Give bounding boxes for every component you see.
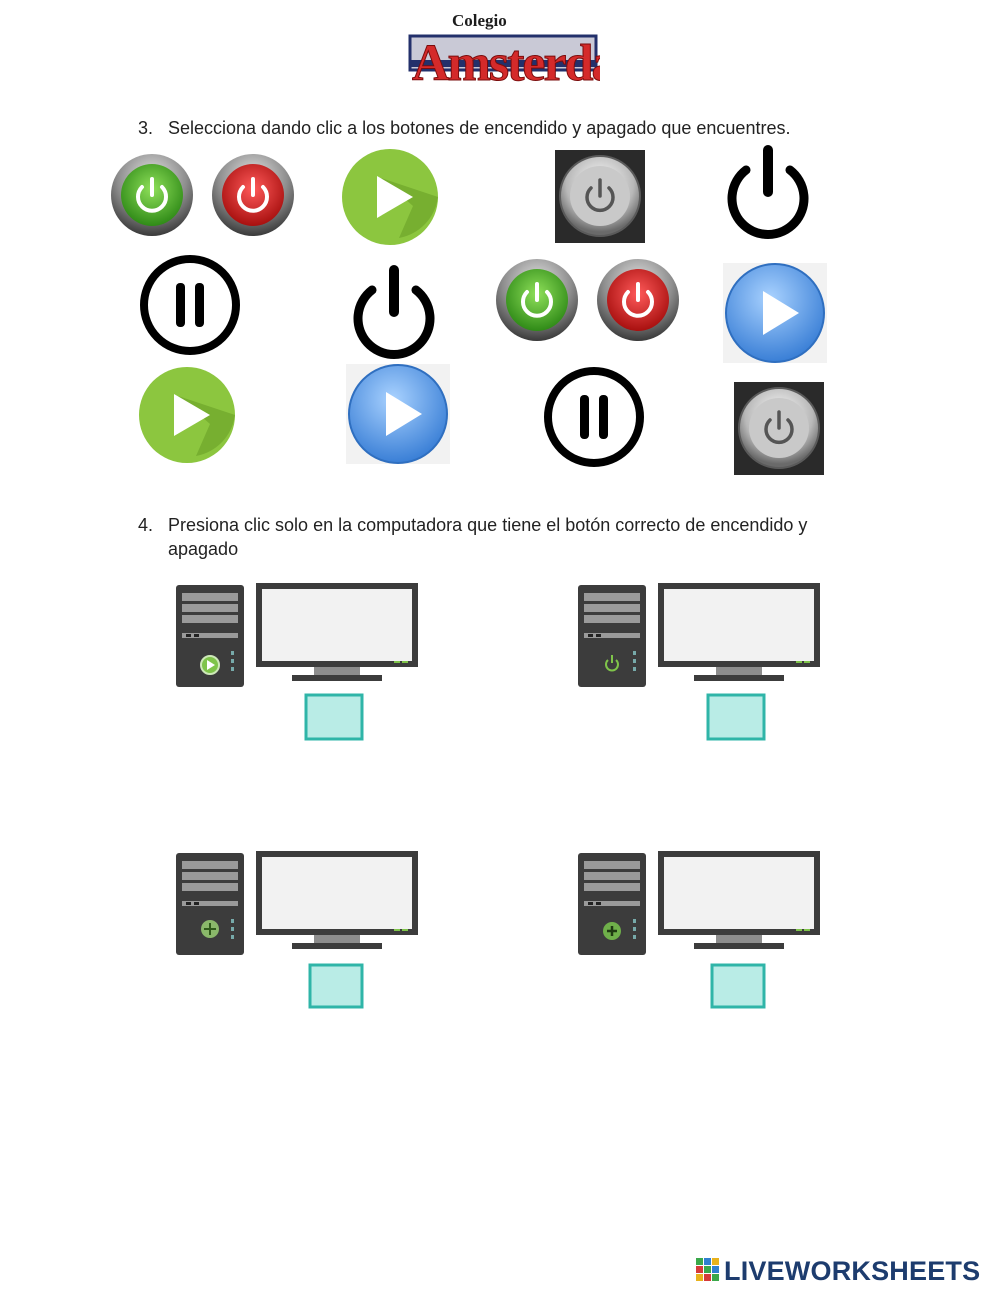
computer-1[interactable] <box>176 583 421 743</box>
school-logo: Colegio Amsterdam <box>400 2 661 93</box>
question-4-number: 4. <box>138 515 154 535</box>
computer-icon <box>578 851 820 1009</box>
question-3: 3. Selecciona dando clic a los botones d… <box>138 116 898 142</box>
power-icon <box>605 659 619 672</box>
brand-text: LIVEWORKSHEETS <box>724 1256 981 1286</box>
power-icon <box>555 150 645 243</box>
play-icon <box>346 364 450 464</box>
liveworksheets-logo-icon <box>696 1258 719 1281</box>
power-icon <box>111 154 193 236</box>
question-3-text: Selecciona dando clic a los botones de e… <box>168 118 791 138</box>
play-icon <box>139 367 235 463</box>
power-button-green-1[interactable] <box>110 153 194 237</box>
power-button-outline-2[interactable] <box>344 262 444 362</box>
power-icon <box>597 259 679 341</box>
power-button-green-2[interactable] <box>495 258 579 342</box>
pause-button-1[interactable] <box>138 253 242 357</box>
power-button-outline-1[interactable] <box>718 142 818 242</box>
power-button-metal-1[interactable] <box>555 150 645 243</box>
logo-big-text: Amsterdam <box>412 35 600 88</box>
power-icon <box>496 259 578 341</box>
power-button-red-1[interactable] <box>211 153 295 237</box>
play-button-blue-1[interactable] <box>723 263 827 363</box>
power-button-metal-2[interactable] <box>734 382 824 475</box>
play-icon <box>342 149 438 245</box>
computer-2[interactable] <box>578 583 823 743</box>
computer-4[interactable] <box>578 851 823 1011</box>
pause-icon <box>544 367 644 467</box>
question-4-text: Presiona clic solo en la computadora que… <box>168 515 808 559</box>
play-icon <box>723 263 827 363</box>
power-icon <box>353 265 435 359</box>
computer-3[interactable] <box>176 851 421 1011</box>
play-button-green-2[interactable] <box>138 366 236 464</box>
pause-button-2[interactable] <box>542 365 646 469</box>
logo-small-text: Colegio <box>452 11 507 30</box>
power-icon <box>734 382 824 475</box>
question-4: 4. Presiona clic solo en la computadora … <box>138 513 898 565</box>
power-button-red-2[interactable] <box>596 258 680 342</box>
computer-icon <box>176 851 418 1009</box>
power-icon <box>727 145 809 239</box>
liveworksheets-brand: LIVEWORKSHEETS <box>696 1254 996 1288</box>
pause-icon <box>140 255 240 355</box>
question-3-number: 3. <box>138 118 154 138</box>
computer-icon <box>578 583 820 741</box>
power-icon <box>212 154 294 236</box>
play-button-blue-2[interactable] <box>346 364 450 464</box>
play-button-green-1[interactable] <box>341 148 439 246</box>
computer-icon <box>176 583 418 741</box>
